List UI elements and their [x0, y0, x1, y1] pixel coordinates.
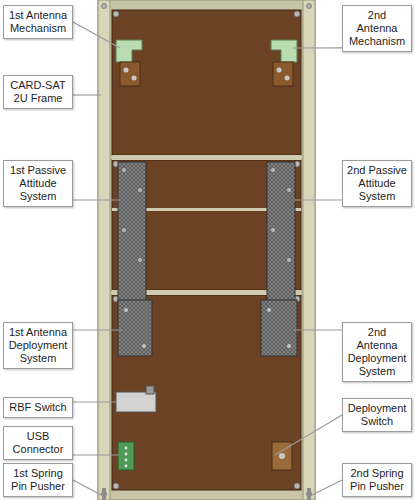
callout-box: 1st Spring Pin Pusher — [3, 463, 73, 497]
callout-label: RBF Switch — [8, 401, 68, 414]
callout-label: 1st Spring Pin Pusher — [8, 467, 68, 493]
leader-line — [73, 199, 121, 200]
leader-line — [310, 480, 342, 496]
leader-line — [275, 415, 342, 455]
callout-box: 1st Antenna Mechanism — [3, 5, 73, 39]
callout-label: 1st Antenna Mechanism — [8, 9, 68, 35]
leader-line — [73, 22, 120, 48]
leader-line — [73, 401, 117, 402]
leader-line — [73, 454, 119, 455]
callout-box: 2nd Antenna Mechanism — [342, 5, 412, 52]
callout-label: CARD-SAT 2U Frame — [8, 79, 68, 105]
callout-label: 2nd Antenna Mechanism — [347, 9, 407, 48]
callout-box: CARD-SAT 2U Frame — [3, 75, 73, 109]
callout-box: 2nd Antenna Deployment System — [342, 322, 412, 382]
callout-label: Deployment Switch — [347, 402, 407, 428]
callout-label: 2nd Antenna Deployment System — [347, 326, 407, 378]
callout-box: 1st Passive Attitude System — [3, 160, 73, 207]
leader-line — [73, 480, 103, 496]
callout-label: 2nd Passive Attitude System — [347, 164, 407, 203]
callout-box: Deployment Switch — [342, 398, 412, 432]
leader-line — [293, 47, 342, 48]
callout-box: 2nd Spring Pin Pusher — [342, 463, 412, 497]
callout-label: 2nd Spring Pin Pusher — [347, 467, 407, 493]
leader-line — [294, 199, 342, 200]
leader-line — [73, 329, 121, 330]
callout-box: RBF Switch — [3, 397, 73, 418]
callout-label: 1st Antenna Deployment System — [8, 326, 68, 365]
leader-line — [73, 94, 101, 95]
callout-label: USB Connector — [8, 430, 68, 456]
leader-line — [294, 329, 342, 330]
callout-box: 1st Antenna Deployment System — [3, 322, 73, 369]
callout-box: USB Connector — [3, 426, 73, 460]
callout-label: 1st Passive Attitude System — [8, 164, 68, 203]
callout-box: 2nd Passive Attitude System — [342, 160, 412, 207]
